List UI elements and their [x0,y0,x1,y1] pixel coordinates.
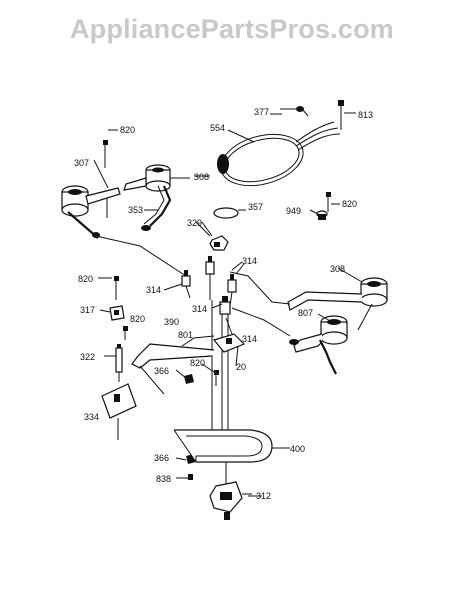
label-312: 312 [256,491,271,501]
label-400: 400 [290,444,305,454]
tube-353 [141,185,172,231]
label-308-right: 308 [330,264,345,274]
label-949: 949 [286,206,301,216]
label-314-right-top: 314 [242,256,257,266]
burner-308-top [123,164,190,192]
leader-lines [93,113,363,497]
label-554: 554 [210,123,225,133]
label-314-center: 314 [192,304,207,314]
clip-949 [316,210,328,220]
label-801: 801 [178,330,193,340]
burner-307 [61,185,121,239]
nut-329 [201,221,229,251]
burner-pan-400 [173,429,290,463]
burner-308-right [287,277,388,331]
bracket-20 [212,333,246,353]
wire-harness [95,235,291,337]
screw-838 [188,474,193,480]
bracket-334 [101,383,137,440]
valve-314-lower [219,296,231,315]
screw-820-top [103,129,118,168]
bracket-317 [109,305,125,321]
screw-820-lower [214,370,219,386]
screw-813 [338,100,356,130]
label-377: 377 [254,107,269,117]
label-366-upper: 366 [154,366,169,376]
screw-820-right [326,192,340,212]
label-366-lower: 366 [154,453,169,463]
screw-820-left [114,276,119,300]
label-390: 390 [164,317,179,327]
manifold-tubes [211,300,229,430]
valve-314-left [181,270,191,299]
part-labels: 377 813 554 820 307 308 353 329 357 949 … [74,107,373,501]
clip-377 [280,106,309,117]
valve-314-center [205,256,215,300]
label-307: 307 [74,158,89,168]
valve-312 [209,462,252,520]
label-820-top: 820 [120,125,135,135]
label-317: 317 [80,305,95,315]
label-820-right: 820 [342,199,357,209]
nut-366-upper [184,374,194,384]
label-838: 838 [156,474,171,484]
label-314-lower: 314 [242,334,257,344]
label-353: 353 [128,205,143,215]
screw-820-mid [123,326,128,340]
label-813: 813 [358,110,373,120]
label-807: 807 [298,308,313,318]
tube-801 [181,335,215,347]
disc-357 [213,207,246,219]
watermark: AppliancePartsPros.com [69,14,394,44]
label-322: 322 [80,352,95,362]
label-334: 334 [84,412,99,422]
label-329: 329 [187,218,202,228]
burner-807 [289,315,348,375]
tube-390 [131,343,215,395]
label-820-mid: 820 [130,314,145,324]
label-314-left: 314 [146,285,161,295]
label-820-lower: 820 [190,358,205,368]
ignition-wire-554 [217,121,341,187]
label-820-left: 820 [78,274,93,284]
ignitor-322 [115,344,123,382]
label-308-top: 308 [194,172,209,182]
label-20: 20 [236,362,246,372]
label-357: 357 [248,202,263,212]
